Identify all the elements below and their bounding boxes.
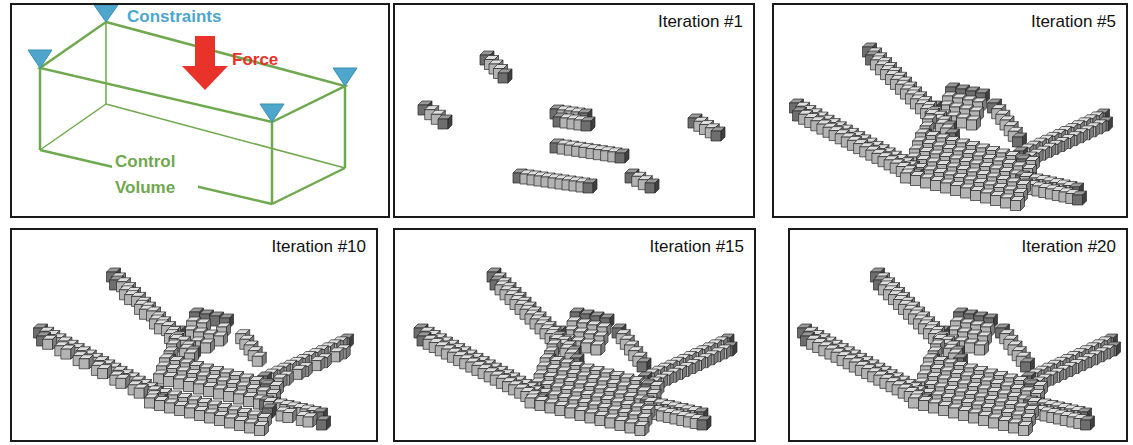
voxel-cube xyxy=(317,416,331,430)
voxel-cube xyxy=(283,409,297,423)
voxel-cube xyxy=(635,422,649,436)
voxel-cube xyxy=(214,332,228,346)
iteration-label: Iteration #10 xyxy=(271,236,366,258)
iteration-label: Iteration #20 xyxy=(1021,236,1116,258)
constraints-label: Constraints xyxy=(127,6,221,28)
setup-panel: ConstraintsForceControl Volume xyxy=(10,3,390,218)
voxel-cube xyxy=(711,127,725,141)
force-arrow xyxy=(182,36,228,90)
voxel-cube xyxy=(252,352,266,366)
voxel-cube xyxy=(330,348,344,362)
voxel-cube xyxy=(645,179,659,193)
voxel-cube xyxy=(967,116,981,130)
voxel-cube xyxy=(581,117,595,131)
voxel-cube xyxy=(591,341,605,355)
voxel-cube xyxy=(583,179,597,193)
voxel-cube xyxy=(1011,197,1025,211)
iteration-label: Iteration #15 xyxy=(649,236,744,258)
voxel-cube xyxy=(1073,191,1087,205)
voxel-cube xyxy=(292,365,306,379)
voxel-cube xyxy=(303,413,317,427)
voxel-cube xyxy=(201,339,215,353)
voxel-cube xyxy=(438,115,452,129)
iteration-label: Iteration #1 xyxy=(658,11,743,33)
constraint-symbols xyxy=(28,5,357,122)
control-volume-box xyxy=(40,22,345,204)
voxel-cube xyxy=(975,341,989,355)
iteration-panel: Iteration #10 xyxy=(10,228,378,442)
voxel-cube xyxy=(498,69,512,83)
voxel-cube xyxy=(1019,422,1033,436)
iteration-panel: Iteration #5 xyxy=(772,3,1128,218)
iteration-panel: Iteration #1 xyxy=(393,3,755,218)
iteration-label: Iteration #5 xyxy=(1031,11,1116,33)
voxel-cube xyxy=(255,422,269,436)
voxel-cube xyxy=(1081,416,1095,430)
voxel-cube xyxy=(697,416,711,430)
voxel-cube xyxy=(615,149,629,163)
force-label: Force xyxy=(232,49,278,71)
voxel-structures xyxy=(34,43,1121,436)
iteration-panel: Iteration #15 xyxy=(393,228,756,442)
iteration-panel: Iteration #20 xyxy=(788,228,1128,442)
voxel-cube xyxy=(311,357,325,371)
control-volume-label: Control Volume xyxy=(112,149,198,201)
